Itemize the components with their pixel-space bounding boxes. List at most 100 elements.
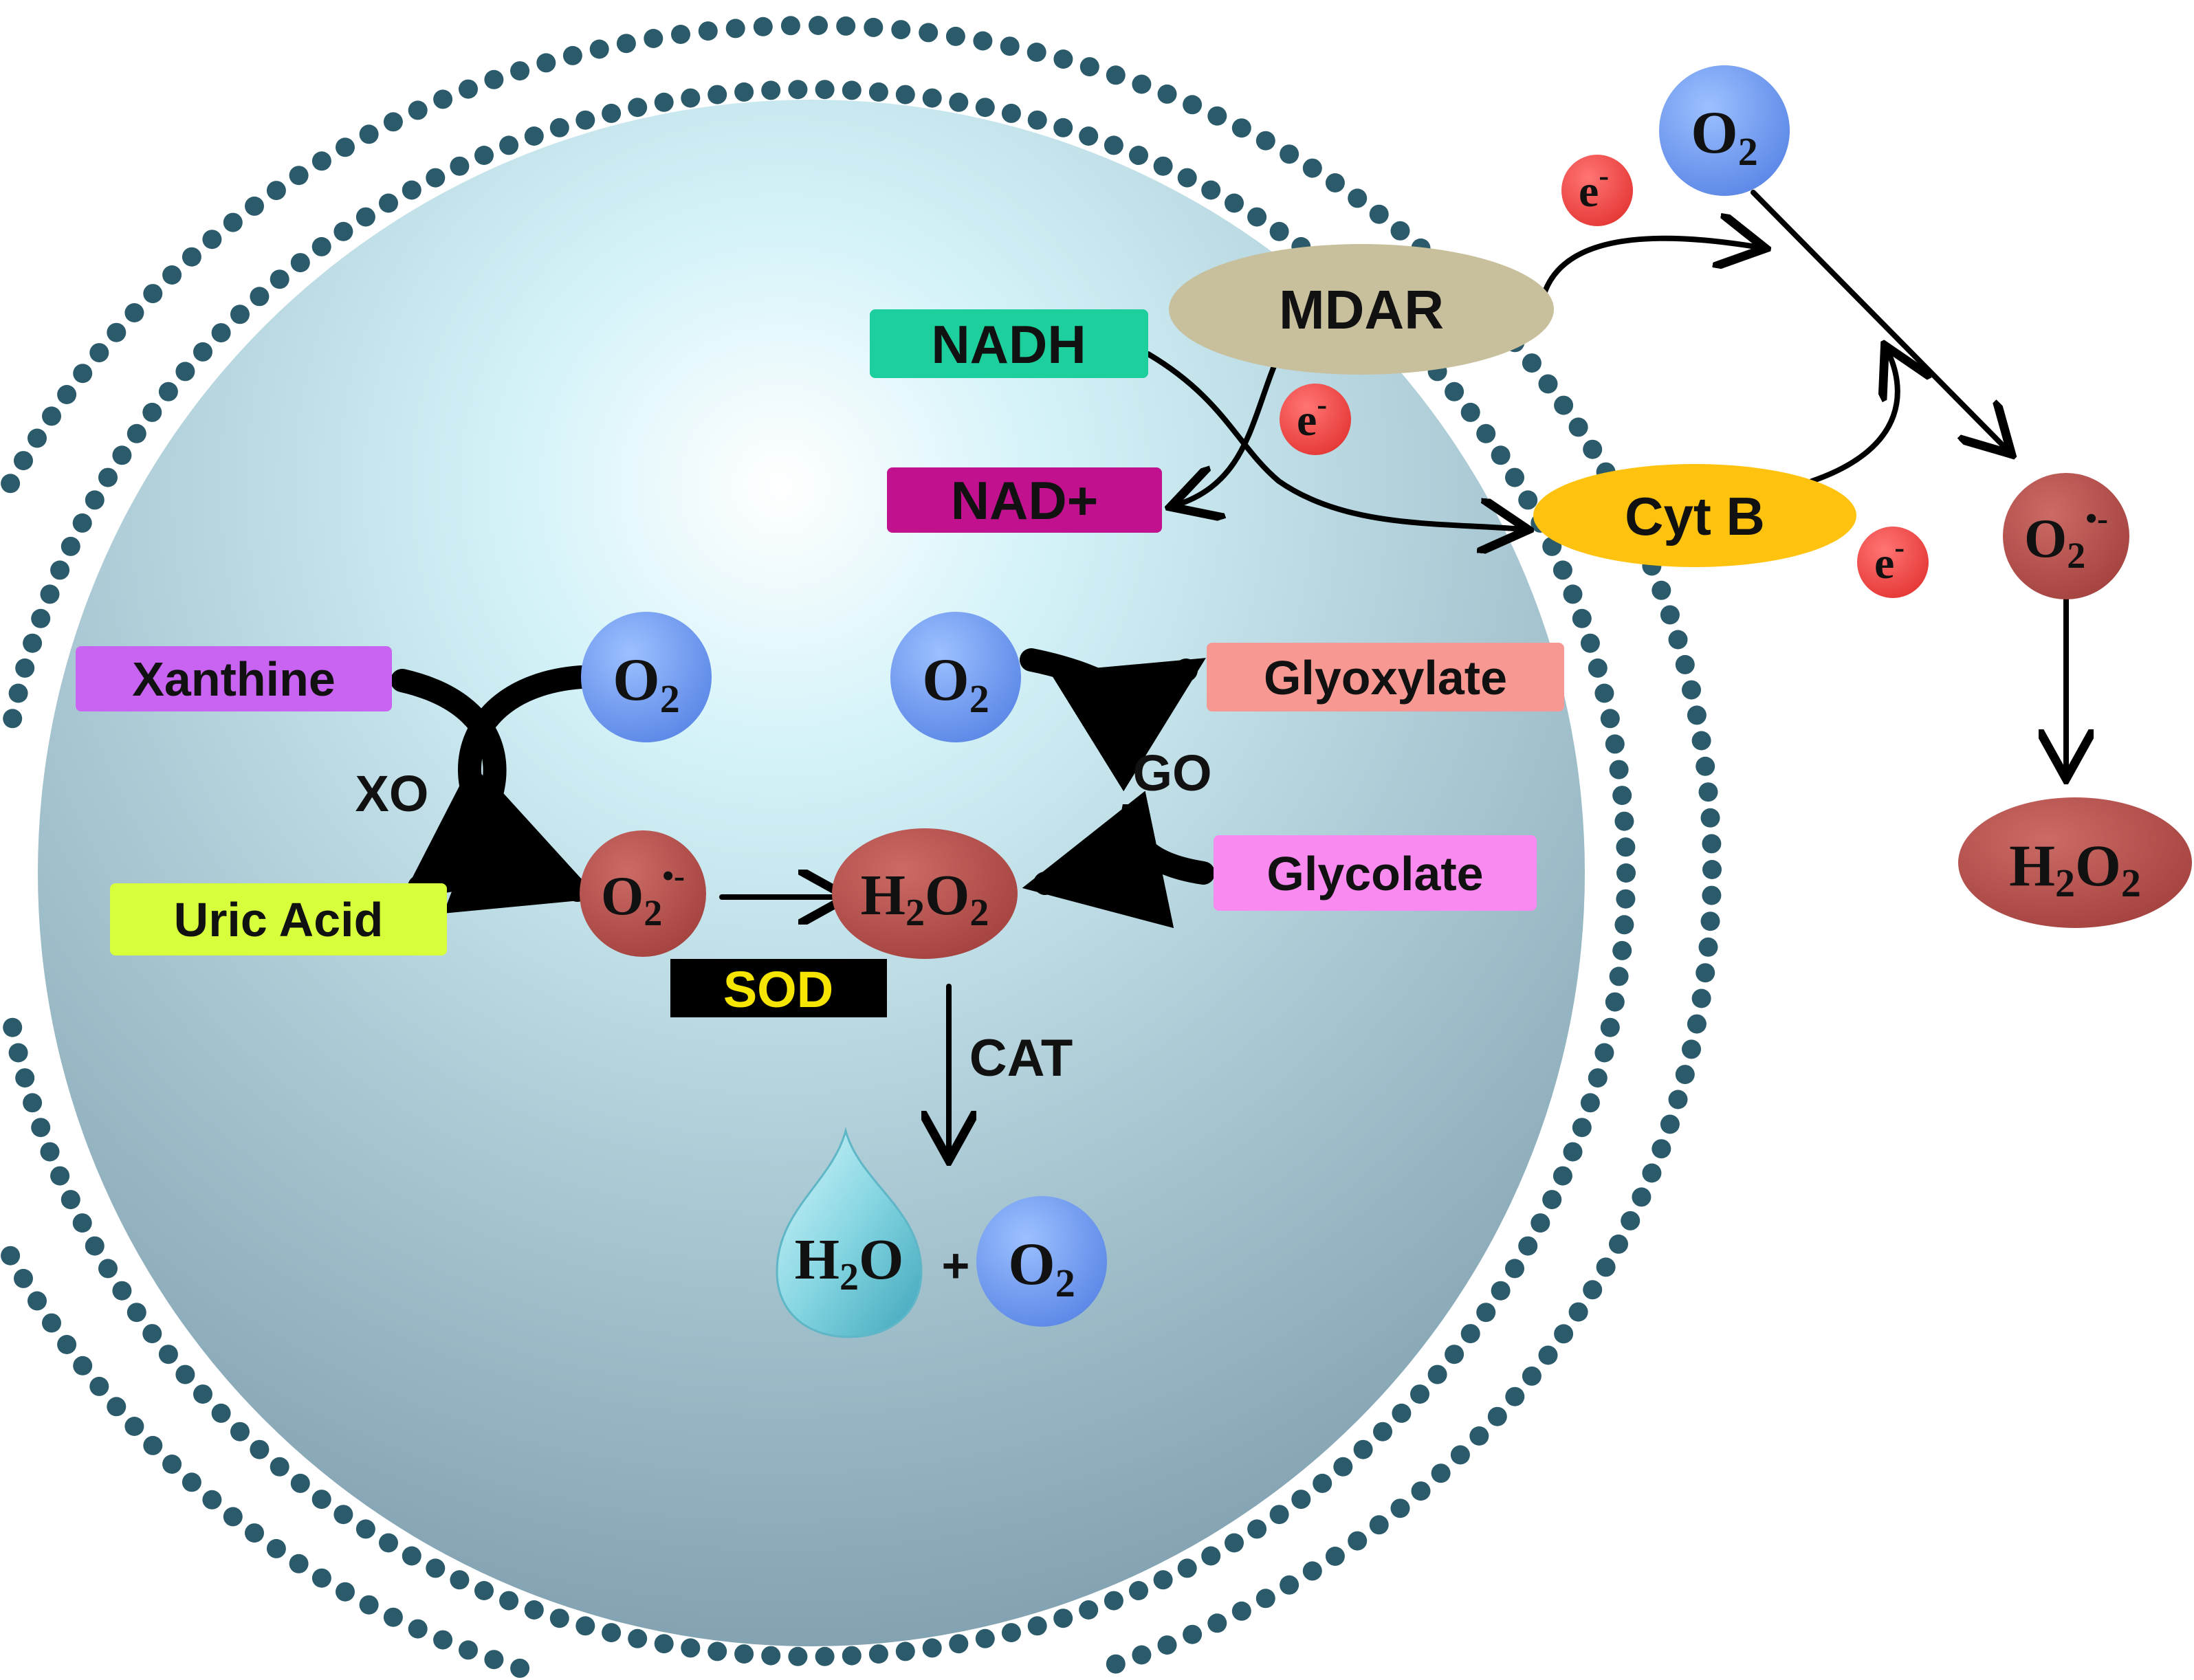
membrane-dot: [359, 1595, 379, 1615]
membrane-dot: [628, 1628, 648, 1648]
nadh-box: NADH: [870, 309, 1148, 378]
membrane-dot: [1313, 1473, 1332, 1493]
membrane-dot: [1538, 1345, 1558, 1365]
membrane-dot: [734, 82, 754, 102]
membrane-dot: [459, 79, 478, 99]
membrane-dot: [1616, 889, 1636, 909]
svg-text:e-: e-: [1297, 388, 1327, 445]
membrane-dot: [402, 1546, 421, 1566]
membrane-dot: [549, 118, 569, 137]
membrane-dot: [1614, 915, 1634, 935]
membrane-dot: [162, 1455, 182, 1474]
membrane-dot: [433, 1630, 453, 1650]
electron-near-mdar-top: e-: [1561, 155, 1633, 226]
membrane-dot: [175, 362, 195, 382]
membrane-dot: [1445, 1345, 1465, 1364]
membrane-dot: [1027, 110, 1047, 130]
membrane-dot: [1687, 705, 1707, 725]
svg-text:H2O2: H2O2: [861, 863, 989, 934]
membrane-dot: [1563, 584, 1583, 604]
inner-membrane-dots: [3, 80, 1636, 1666]
membrane-dot: [28, 1291, 47, 1311]
membrane-dot: [15, 658, 35, 678]
membrane-dot: [72, 1213, 92, 1233]
membrane-dot: [1410, 1384, 1429, 1404]
membrane-dot: [1580, 1093, 1600, 1113]
mdar-ellipse: MDAR: [1169, 244, 1554, 375]
membrane-dot: [107, 1397, 127, 1417]
membrane-dot: [42, 406, 61, 426]
membrane-dot: [1225, 1533, 1244, 1553]
membrane-dot: [143, 1435, 163, 1455]
membrane-dot: [8, 683, 28, 703]
membrane-dot: [336, 137, 355, 157]
membrane-dot: [1469, 1426, 1489, 1446]
membrane-dot: [1609, 760, 1629, 780]
membrane-dot: [1568, 417, 1588, 437]
membrane-dot: [474, 146, 494, 165]
o2-to-glyoxylate-arrow: [1020, 648, 1206, 792]
svg-text:O2: O2: [1691, 100, 1757, 174]
membrane-dot: [1487, 1406, 1507, 1426]
o2-molecule-go: O2: [890, 612, 1021, 742]
membrane-dot: [1302, 1561, 1322, 1581]
membrane-dot: [1390, 1499, 1410, 1518]
membrane-dot: [616, 34, 636, 54]
sod-box: SOD: [670, 959, 887, 1018]
membrane-dot: [124, 1417, 144, 1436]
water-droplet-icon: H2O: [776, 1127, 923, 1338]
membrane-dot: [1554, 395, 1574, 415]
membrane-dot: [1563, 1142, 1583, 1162]
uric-acid-box: Uric Acid: [110, 883, 447, 955]
membrane-dot: [1553, 1166, 1572, 1186]
membrane-dot: [1053, 1609, 1073, 1628]
glyoxylate-box: Glyoxylate: [1207, 643, 1564, 711]
membrane-dot: [1132, 1645, 1152, 1665]
membrane-dot: [124, 303, 144, 322]
membrane-dot: [202, 1490, 222, 1510]
mdar-to-o2-arrow: [1541, 239, 1760, 298]
membrane-dot: [1450, 1445, 1470, 1465]
membrane-dot: [40, 584, 60, 604]
membrane-dot: [1053, 49, 1073, 69]
membrane-dot: [1605, 992, 1625, 1012]
membrane-dot: [359, 124, 379, 144]
membrane-dot: [1392, 1403, 1412, 1423]
membrane-dot: [1518, 1236, 1538, 1256]
membrane-dot: [311, 1568, 331, 1588]
membrane-dot: [1568, 1302, 1588, 1322]
membrane-dot: [57, 1335, 77, 1354]
membrane-dot: [842, 80, 862, 100]
membrane-dot: [549, 1609, 569, 1628]
membrane-dot: [85, 1236, 105, 1256]
membrane-dot: [1594, 683, 1614, 703]
electron-near-mdar-bottom: e-: [1280, 384, 1351, 455]
electron-near-cytb: e-: [1857, 527, 1929, 598]
membrane-dot: [142, 1324, 162, 1344]
membrane-dot: [175, 1364, 195, 1384]
membrane-dot: [1106, 1654, 1126, 1674]
membrane-dot: [379, 193, 398, 213]
membrane-dot: [1554, 1324, 1574, 1344]
svg-text:O2•-: O2•-: [2024, 500, 2108, 576]
membrane-dot: [336, 1582, 355, 1602]
membrane-dot: [1373, 1422, 1392, 1441]
membrane-dot: [707, 1642, 727, 1661]
membrane-dot: [50, 1166, 70, 1186]
membrane-dot: [142, 402, 162, 422]
membrane-dot: [1691, 731, 1711, 751]
membrane-dot: [1538, 374, 1558, 394]
membrane-dot: [1588, 658, 1608, 678]
membrane-dot: [1698, 937, 1718, 957]
membrane-dot: [73, 364, 93, 384]
membrane-dot: [1369, 1515, 1389, 1535]
membrane-dot: [602, 1623, 622, 1643]
membrane-dot: [383, 1607, 403, 1627]
membrane-dot: [681, 1638, 701, 1658]
membrane-dot: [707, 85, 727, 104]
membrane-dot: [1588, 1068, 1608, 1088]
membrane-dot: [1660, 605, 1680, 625]
membrane-dot: [127, 1303, 146, 1323]
membrane-dot: [1247, 207, 1267, 227]
